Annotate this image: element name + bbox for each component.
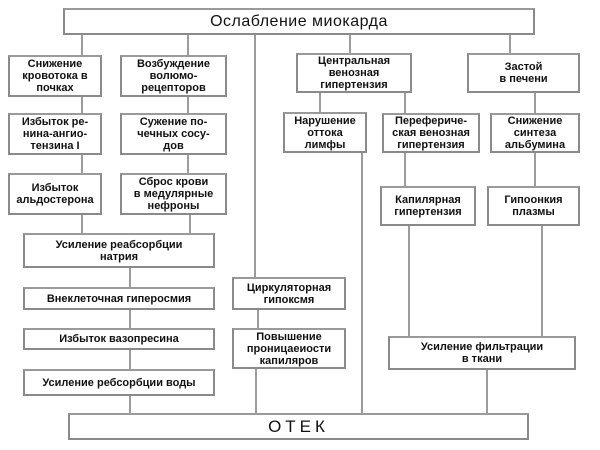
box-liver-congestion: Застой в печени [467,53,580,93]
box-renal-vessels: Сужение по- чечных сосу- дов [120,113,227,155]
box-peripheral-venous: Переферичe- ская венозная гипертензия [382,113,480,153]
box-medullary: Сброс крови в медулярные нефроны [120,173,227,215]
box-capillary: Капилярная гипертензия [380,186,476,226]
box-lymph: Нарушение оттока лимфы [283,112,367,153]
box-hypoxia: Циркуляторная гипоксмя [232,277,346,310]
box-hyperosmia: Внеклеточная гиперосмия [23,287,215,310]
root-cause-box: Ослабление миокарда [63,8,535,35]
result-box-edema: ОТЕК [68,413,529,440]
box-renin: Избыток ре- нина-ангио- тензина I [8,113,102,155]
box-central-venous: Центральная венозная гипертензия [296,53,412,93]
box-water: Усиление ребсорбции воды [23,369,215,396]
arrows [81,35,543,413]
box-albumin: Снижение синтеза альбумина [490,113,580,153]
box-kidney-flow: Снижение кровотока в почках [8,55,102,97]
box-vasopressin: Избыток вазопресина [23,328,215,350]
box-aldosterone: Избыток альдостерона [8,173,102,215]
box-hypooncia: Гипоонкия плазмы [487,186,580,226]
box-permeability: Повышение проницаеиости капиляров [232,328,346,369]
box-filtration: Усиление фильтрации в ткани [388,336,576,370]
box-volume-receptors: Возбуждение волюмо- рецепторов [120,55,227,97]
box-sodium: Усиление реабсорбции натрия [23,233,215,268]
